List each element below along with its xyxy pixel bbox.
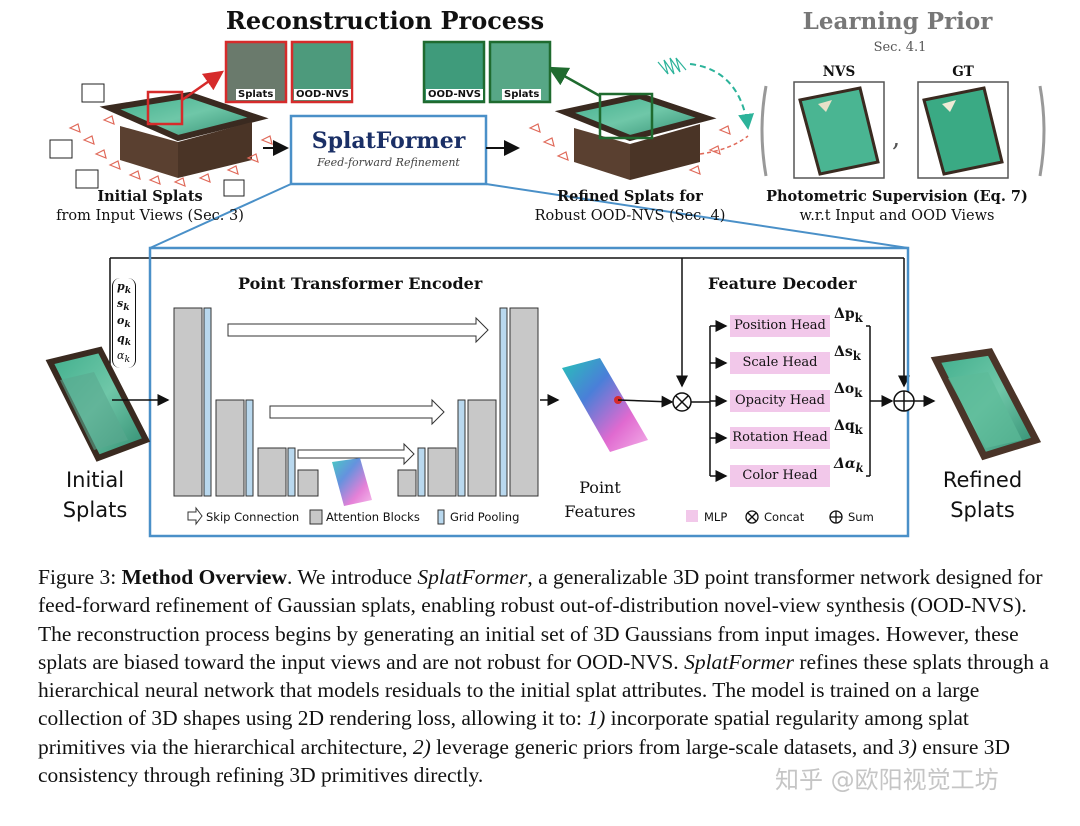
svg-text:,: , [892, 123, 900, 153]
camera-frustums-teal [657, 57, 687, 75]
learning-prior-sec: Sec. 4.1 [873, 40, 927, 55]
input-view-thumb [49, 139, 73, 159]
color-head: Color Head [730, 465, 830, 487]
watermark: 知乎 @欧阳视觉工坊 [775, 766, 999, 794]
initial-splats-table-image [99, 91, 269, 178]
point-features-image [562, 358, 648, 452]
point-features-label-2: Features [564, 502, 636, 521]
mlp-legend-icon [686, 510, 698, 522]
delta-position: Δpk [834, 306, 863, 325]
refined-splats-output-image [930, 348, 1042, 461]
delta-scale: Δsk [834, 344, 861, 363]
splatformer-title: SplatFormer [311, 128, 466, 154]
encoder-attention-blocks [173, 307, 319, 497]
input-view-thumb [81, 83, 105, 103]
splatformer-box [289, 114, 488, 186]
bracket-right [1038, 85, 1046, 177]
skip-connections [227, 316, 489, 466]
gt-label: GT [952, 64, 974, 80]
opacity-head: Opacity Head [730, 390, 830, 412]
decoder-title: Feature Decoder [708, 274, 857, 293]
photometric-caption-2: w.r.t Input and OOD Views [799, 208, 995, 224]
splatformer-subtitle: Feed-forward Refinement [317, 156, 460, 169]
reconstruction-title: Reconstruction Process [225, 6, 545, 35]
bottleneck-point-cloud [332, 458, 372, 506]
position-head: Position Head [730, 315, 830, 337]
rotation-head: Rotation Head [730, 427, 830, 449]
point-features-label-1: Point [579, 478, 621, 497]
legend-attention-blocks: Attention Blocks [326, 510, 420, 524]
photometric-caption-1: Photometric Supervision (Eq. 7) [766, 188, 1028, 205]
zoom-ood-nvs-red-label: OOD-NVS [294, 89, 351, 100]
diagram-canvas: , [45, 40, 1046, 538]
legend-grid-pooling: Grid Pooling [450, 510, 520, 524]
initial-splats-input-image [45, 346, 151, 462]
initial-splats-label-1: Initial [65, 468, 125, 492]
initial-splats-label-2: Splats [62, 498, 128, 522]
decoder-attention-blocks [397, 307, 539, 497]
gt-image [922, 86, 1004, 176]
caption-bold-title: Method Overview [121, 565, 287, 589]
zoom-splats-green-label: Splats [502, 89, 542, 100]
bracket-left [760, 85, 768, 177]
refined-splats-label-2: Splats [950, 498, 1015, 522]
nvs-label: NVS [822, 64, 856, 80]
grid-pooling-legend-icon [437, 509, 445, 525]
figure-label: Figure 3: [38, 565, 117, 589]
zoom-ood-nvs-green-label: OOD-NVS [426, 89, 483, 100]
legend-concat: Concat [764, 510, 805, 524]
initial-splats-caption-2: from Input Views (Sec. 3) [56, 208, 244, 224]
zoom-region-red [146, 90, 184, 126]
zoom-region-green [598, 92, 654, 140]
camera-frustums-red-right [528, 123, 731, 175]
input-view-thumb [75, 169, 99, 189]
skip-connection-legend-icon [187, 506, 203, 526]
attention-blocks-legend-icon [309, 509, 323, 525]
refined-splats-label-1: Refined [942, 468, 1023, 492]
nvs-image [798, 86, 880, 176]
delta-opacity: Δok [834, 381, 863, 400]
delta-rotation: Δqk [834, 418, 863, 437]
learning-prior-title: Learning Prior [802, 8, 993, 35]
refined-caption-1: Refined Splats for [557, 188, 703, 205]
figure-caption: Figure 3: Method Overview. We introduce … [38, 565, 1049, 788]
input-view-thumb [223, 179, 245, 197]
zoom-splats-red-label: Splats [236, 89, 276, 100]
initial-splats-caption-1: Initial Splats [97, 188, 203, 205]
delta-color: Δαk [834, 456, 864, 475]
refined-caption-2: Robust OOD-NVS (Sec. 4) [534, 208, 726, 224]
legend-sum: Sum [848, 510, 874, 524]
scale-head: Scale Head [730, 352, 830, 374]
legend-mlp: MLP [704, 510, 728, 524]
legend-skip-connection: Skip Connection [206, 510, 300, 524]
encoder-grid-pooling [203, 307, 296, 497]
decoder-grid-pooling [417, 307, 508, 497]
encoder-title: Point Transformer Encoder [238, 274, 483, 293]
camera-frustums-red [68, 115, 273, 187]
